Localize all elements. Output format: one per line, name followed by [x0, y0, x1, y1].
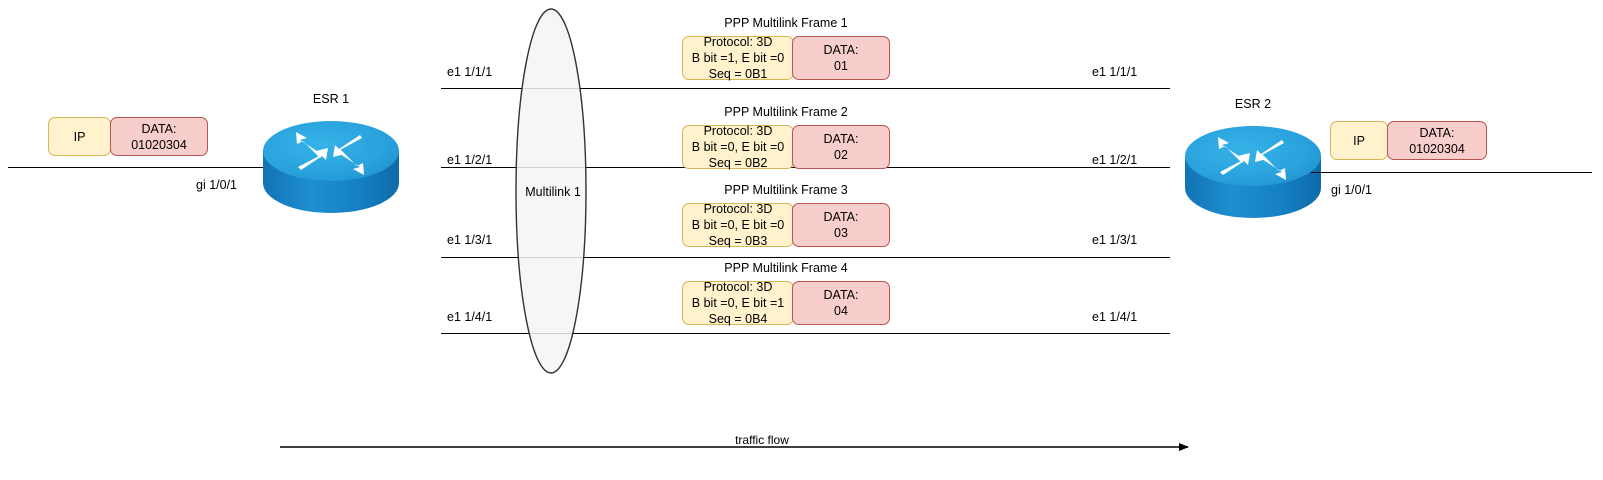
router-label-esr-1: ESR 1 [312, 92, 350, 106]
router-label-esr-2: ESR 2 [1234, 97, 1272, 111]
interface-label-right-link-1: e1 1/1/1 [1092, 65, 1138, 79]
frame-title-2: PPP Multilink Frame 2 [724, 105, 848, 119]
interface-label-left-gi-1-0-1: gi 1/0/1 [196, 178, 238, 192]
frame-payload-1: DATA: 01 [792, 36, 890, 80]
interface-label-right-link-3: e1 1/3/1 [1092, 233, 1138, 247]
link-wire-4 [441, 333, 1170, 334]
frame-payload-2: DATA: 02 [792, 125, 890, 169]
frame-title-4: PPP Multilink Frame 4 [724, 261, 848, 275]
frame-payload-4: DATA: 04 [792, 281, 890, 325]
router-icon-esr-1[interactable] [261, 115, 401, 220]
lan-wire-right [1311, 172, 1592, 173]
traffic-flow-arrow [280, 438, 1200, 456]
interface-label-right-link-4: e1 1/4/1 [1092, 310, 1138, 324]
router-icon-esr-2[interactable] [1183, 120, 1323, 225]
interface-label-left-link-3: e1 1/3/1 [447, 233, 493, 247]
multilink-bundle-label: Multilink 1 [525, 185, 581, 199]
interface-label-left-link-2: e1 1/2/1 [447, 153, 493, 167]
link-wire-3 [441, 257, 1170, 258]
traffic-flow-label: traffic flow [735, 433, 789, 447]
multilink-bundle-ellipse [514, 5, 588, 377]
frame-header-1: Protocol: 3D B bit =1, E bit =0 Seq = 0B… [682, 35, 794, 81]
interface-label-right-link-2: e1 1/2/1 [1092, 153, 1138, 167]
lan-packet-left-payload: DATA: 01020304 [110, 117, 208, 156]
link-wire-1 [441, 88, 1170, 89]
frame-title-1: PPP Multilink Frame 1 [724, 16, 848, 30]
lan-wire-left [8, 167, 274, 168]
interface-label-right-gi-1-0-1: gi 1/0/1 [1331, 183, 1373, 197]
lan-packet-right-payload: DATA: 01020304 [1387, 121, 1487, 160]
lan-packet-left-ip-header: IP [48, 117, 111, 156]
frame-header-4: Protocol: 3D B bit =0, E bit =1 Seq = 0B… [682, 280, 794, 326]
frame-header-3: Protocol: 3D B bit =0, E bit =0 Seq = 0B… [682, 202, 794, 248]
frame-header-2: Protocol: 3D B bit =0, E bit =0 Seq = 0B… [682, 124, 794, 170]
frame-payload-3: DATA: 03 [792, 203, 890, 247]
interface-label-left-link-4: e1 1/4/1 [447, 310, 493, 324]
interface-label-left-link-1: e1 1/1/1 [447, 65, 493, 79]
lan-packet-right-ip-header: IP [1330, 121, 1388, 160]
frame-title-3: PPP Multilink Frame 3 [724, 183, 848, 197]
